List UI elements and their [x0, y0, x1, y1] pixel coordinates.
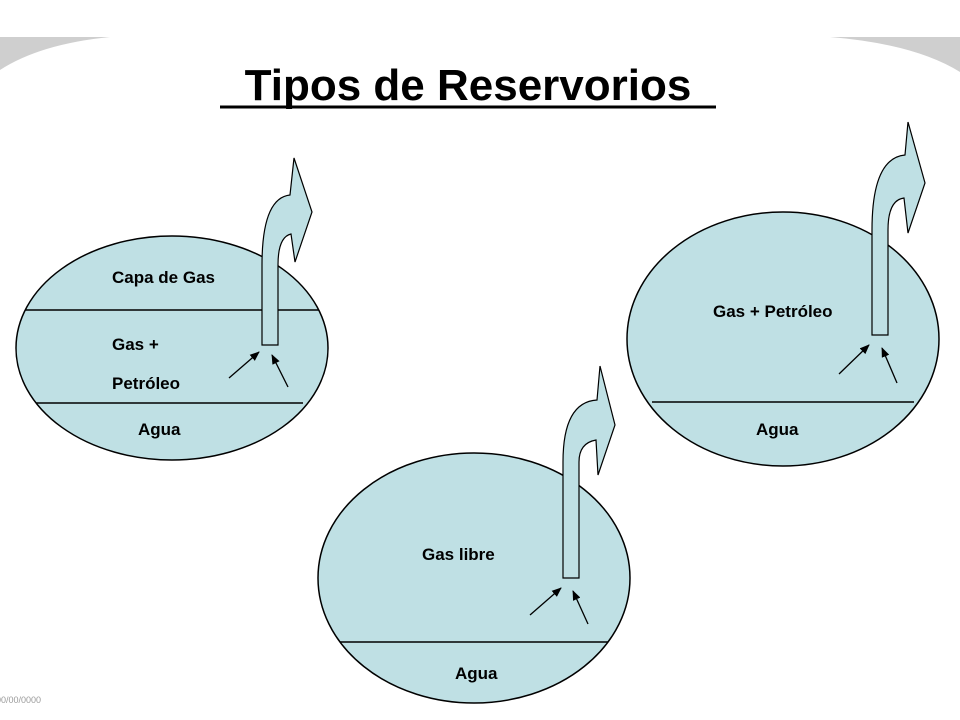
well-pipe — [261, 157, 313, 346]
reservoir-body — [318, 453, 630, 703]
footer-date: 00/00/0000 — [0, 695, 41, 705]
top-band — [0, 37, 960, 72]
slide-title: Tipos de Reservorios — [245, 61, 692, 110]
label-gas-cap: Capa de Gas — [112, 268, 215, 287]
label-water: Agua — [455, 664, 498, 683]
reservoir-free-gas: Gas libre Agua — [317, 365, 631, 704]
flow-arrow-right — [572, 590, 589, 625]
label-oil-line2: Petróleo — [112, 374, 180, 393]
flow-arrow-right — [881, 347, 898, 384]
reservoir-gas-cap: Capa de Gas Gas + Petróleo Agua — [15, 157, 329, 461]
label-water: Agua — [138, 420, 181, 439]
reservoir-solution-gas: Gas + Petróleo Agua — [626, 121, 940, 467]
label-gas-oil: Gas + Petróleo — [713, 302, 833, 321]
well-pipe — [871, 121, 926, 336]
flow-arrow-left — [529, 587, 562, 616]
label-water: Agua — [756, 420, 799, 439]
flow-arrow-left — [838, 344, 870, 375]
well-pipe — [562, 365, 616, 579]
flow-arrow-right — [271, 354, 289, 388]
label-free-gas: Gas libre — [422, 545, 495, 564]
label-oil-line1: Gas + — [112, 335, 159, 354]
reservoir-body — [16, 236, 328, 460]
flow-arrow-left — [228, 351, 260, 379]
